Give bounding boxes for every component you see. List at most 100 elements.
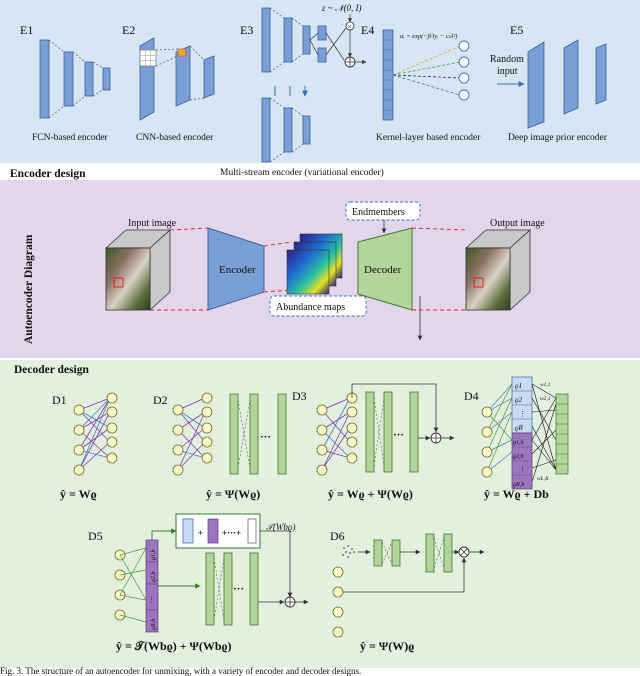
d5-cell-3: ⋮ [148, 596, 155, 604]
d2-connections [237, 399, 251, 469]
d5-transform-block-2 [207, 518, 219, 544]
input-pixel-marker [113, 277, 124, 288]
d4-equation: ŷ = Wϱ + Db [484, 487, 549, 501]
e4-kernel-link-3 [392, 74, 461, 79]
d3-mid-node-4 [346, 436, 358, 448]
d5-layer-1 [205, 552, 215, 626]
d3-skip-connection [351, 383, 439, 433]
e3-upper-connections [269, 7, 304, 73]
d6-layer-3 [425, 533, 435, 573]
e2-kernel-patch [177, 48, 187, 57]
e1-layer-2 [63, 51, 74, 107]
e5-block-1 [527, 41, 545, 129]
d6-in-node-3 [332, 606, 344, 618]
e4-kernel-link-2 [392, 61, 461, 76]
e1-fcn-encoder: E1 FCN-based encoder [20, 23, 111, 143]
d3-layer-1 [365, 391, 375, 473]
d6-layer-2 [391, 539, 401, 567]
e5-block-3 [595, 43, 607, 105]
d3-ellipsis: ··· [393, 429, 404, 441]
d3-mid-node-3 [346, 422, 358, 434]
output-image-cube [464, 229, 532, 311]
d5-label: D5 [88, 529, 103, 543]
d1-out-node-5 [106, 452, 118, 464]
d2-mid-node-5 [201, 452, 213, 464]
abundance-map-1 [286, 249, 330, 295]
d4-links [486, 383, 557, 483]
d5-transform-decoder: D5 ϱ1,b ϱ2,b ⋮ ϱR,b + +···+ 𝒯(Wbϱ) [88, 513, 309, 653]
d2-mid-node-1 [201, 392, 213, 404]
d4-weight-3: wL,R [537, 476, 549, 482]
e5-label: E5 [510, 23, 523, 37]
d1-weights-blue [78, 397, 111, 471]
e4-kernel-formula: αᵢ = exp(−β·‖yᵢ − cₖ‖²) [400, 33, 457, 40]
d6-equation: ŷ = Ψ(W)ϱ [360, 639, 414, 653]
d3-weights-blue [321, 397, 351, 459]
e1-layer-3 [84, 61, 94, 97]
e5-caption: Deep image prior encoder [508, 133, 608, 143]
d1-in-node-3 [73, 444, 85, 456]
d6-multiply-symbol [460, 548, 468, 556]
e4-label: E4 [361, 23, 374, 37]
d4-label: D4 [464, 389, 479, 403]
d1-label: D1 [52, 393, 67, 407]
e3-lower-layer-2 [283, 107, 293, 153]
d6-label: D6 [330, 529, 345, 543]
d5-layer-3 [249, 552, 259, 626]
e3-noise-formula: ε ~ 𝒩(0, I) [322, 3, 362, 13]
d5-cell-2: ϱ2,b [151, 571, 157, 582]
d3-layer-2 [383, 391, 393, 473]
d5-sum-symbol [285, 597, 295, 607]
d4-cell-6: ϱ2,b [513, 454, 524, 460]
d3-residual-decoder: D3 ··· ŷ = Wϱ + Ψ(Wϱ) [292, 383, 455, 501]
d6-in-node-1 [332, 566, 344, 578]
output-image-face [465, 247, 511, 311]
e1-layer-4 [102, 67, 111, 91]
d4-cell-4: ϱR [515, 424, 524, 432]
d1-out-node-2 [106, 406, 118, 418]
e3-upper-layer-3 [302, 25, 311, 55]
abundance-maps-box [269, 295, 367, 317]
d1-in-node-2 [73, 424, 85, 436]
d3-weights-purple [321, 397, 351, 471]
d5-ellipsis: ··· [233, 583, 244, 595]
e3-label: E3 [240, 23, 253, 37]
d4-in-links-blue [486, 383, 513, 473]
d5-transform-label: 𝒯(Wbϱ) [266, 522, 295, 532]
abundance-maps-label: Abundance maps [276, 302, 345, 313]
d2-in-node-1 [172, 404, 184, 416]
e3-plus-symbol [345, 57, 355, 67]
d4-out-links [531, 383, 557, 483]
autoencoder-side-label: Autoencoder Diagram [23, 234, 35, 344]
d2-ellipsis: ··· [260, 431, 271, 443]
encoder-section: Encoder design E1 FCN-based encoder E2 C… [0, 0, 640, 180]
e3-split-line-1 [309, 32, 319, 41]
d1-out-node-3 [106, 422, 118, 434]
d3-in-node-1 [316, 404, 328, 416]
e3-multiply-symbol: × [348, 23, 352, 31]
endmembers-box [345, 201, 421, 221]
encoder-label: Encoder [219, 264, 256, 276]
d4-cell-3: ⋮ [519, 410, 526, 418]
e1-label: E1 [20, 23, 33, 37]
e4-caption: Kernel-layer based encoder [376, 133, 481, 143]
d2-mid-node-4 [201, 436, 213, 448]
d4-output-cells [556, 403, 568, 465]
d5-cell-4: ϱR,b [151, 619, 157, 630]
d5-layer-2 [223, 552, 233, 626]
d2-label: D2 [153, 393, 168, 407]
e2-caption: CNN-based encoder [136, 133, 214, 143]
d3-sum-symbol [431, 433, 441, 443]
e4-kernel-encoder: E4 αᵢ = exp(−β·‖yᵢ − cₖ‖²) Kernel-layer … [361, 23, 481, 143]
d1-equation: ŷ = Wϱ [60, 487, 97, 501]
e3-stream-arrows [274, 86, 305, 96]
d6-connections [381, 537, 445, 569]
d2-in-node-3 [172, 444, 184, 456]
e3-sigma-block [317, 47, 327, 63]
decoder-section-label: Decoder design [14, 364, 89, 376]
d5-cell-1: ϱ1,b [151, 549, 157, 560]
e3-caption: Multi-stream encoder (variational encode… [220, 167, 384, 178]
input-image-label: Input image [128, 218, 177, 229]
d6-abundance-to-mult [343, 557, 467, 593]
